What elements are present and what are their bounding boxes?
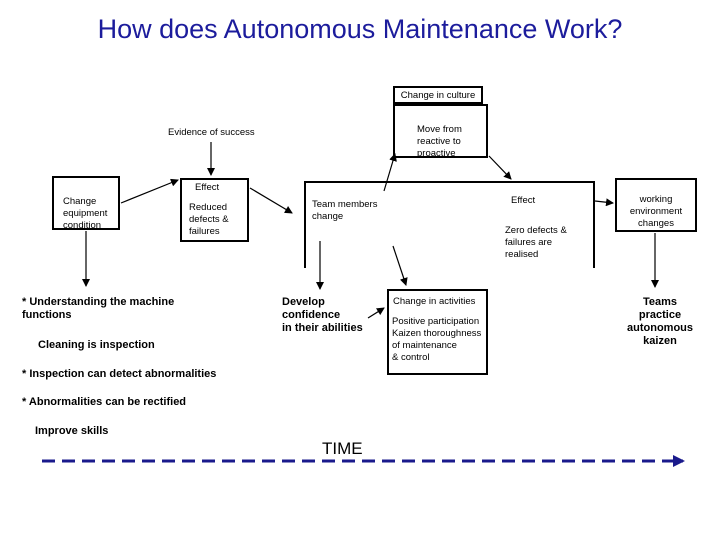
working-environment-box: working environment changes <box>615 178 697 232</box>
understanding-label: * Understanding the machine functions <box>22 296 175 321</box>
arrow-develop-to-activities <box>367 307 385 319</box>
arrow-team-to-culture <box>383 153 397 192</box>
improve-skills-label: Improve skills <box>35 425 109 437</box>
cleaning-label: Cleaning is inspection <box>38 339 155 351</box>
change-in-culture-label: Change in culture <box>400 90 476 101</box>
change-equipment-box: Change equipment condition <box>52 176 120 231</box>
arrow-culture-to-effect <box>488 155 512 180</box>
effect-reduced-defects-box: Effect Reduced defects & failures <box>180 178 249 242</box>
working-environment-label: working environment changes <box>629 194 683 229</box>
team-members-label: Team members change <box>312 199 378 222</box>
time-label: TIME <box>322 439 363 458</box>
effect-1-body: Reduced defects & failures <box>189 202 229 237</box>
change-in-activities-box: Change in activities Positive participat… <box>387 289 488 375</box>
change-activities-body: Positive participation Kaizen thoroughne… <box>392 316 482 363</box>
effect-2-body: Zero defects & failures are realised <box>505 225 567 260</box>
develop-confidence-label: Develop confidence in their abilities <box>282 296 363 334</box>
change-activities-title: Change in activities <box>393 296 476 307</box>
arrow-to-activities <box>392 245 408 286</box>
abnormalities-label: * Abnormalities can be rectified <box>22 396 187 408</box>
arrow-effect-to-team <box>249 187 293 214</box>
effect-2-title: Effect <box>511 195 536 206</box>
inspection-label: * Inspection can detect abnormalities <box>22 368 217 380</box>
change-in-culture-box: Change in culture <box>393 86 483 104</box>
change-equipment-label: Change equipment condition <box>63 196 108 231</box>
evidence-of-success-label: Evidence of success <box>168 127 255 138</box>
team-members-effect-box: Team members change Effect Zero defects … <box>304 181 595 268</box>
page-title: How does Autonomous Maintenance Work? <box>97 14 623 44</box>
arrow-effect-to-environment <box>594 198 614 207</box>
move-from-reactive-label: Move from reactive to proactive <box>417 124 462 159</box>
arrow-equipment-to-effect <box>120 178 179 204</box>
move-from-reactive-box: Move from reactive to proactive <box>393 104 488 159</box>
effect-1-title: Effect <box>195 182 220 193</box>
teams-practice-label: Teams practice autonomous kaizen <box>627 296 693 347</box>
